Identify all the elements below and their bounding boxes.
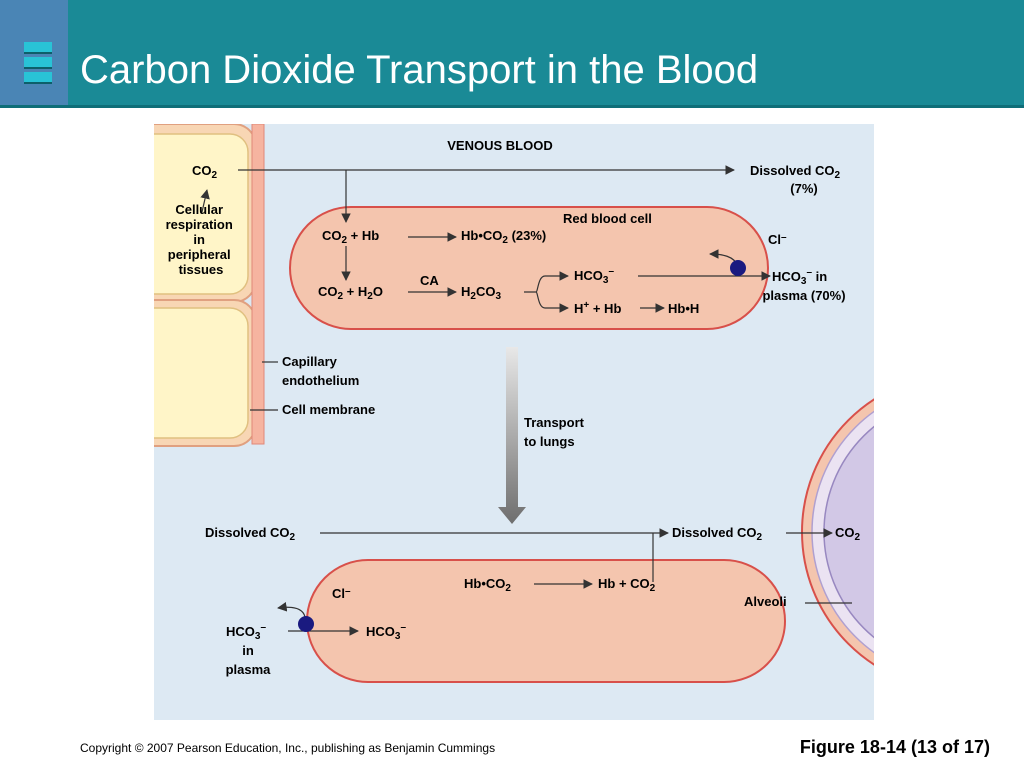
venous-blood-label: VENOUS BLOOD [447, 138, 552, 153]
hco3-plasma-percent: plasma (70%) [762, 288, 845, 303]
dissolved-co2-bottom-right: Dissolved CO2 [672, 525, 763, 543]
hco3-bottom-in-label: in [242, 643, 254, 658]
copyright-notice: Copyright © 2007 Pearson Education, Inc.… [80, 741, 496, 755]
hb-plus-co2-label: Hb + CO2 [598, 576, 656, 594]
branch-h2co3 [524, 275, 546, 309]
co2-h2o-label: CO2 + H2O [318, 284, 383, 302]
chloride-top-label: Cl– [768, 232, 787, 247]
hbh-label: Hb•H [668, 301, 699, 316]
menu-bar-icon [24, 57, 52, 69]
transport-label: Transport to lungs [524, 415, 588, 449]
alveoli-label: Alveoli [744, 594, 787, 609]
chloride-bottom-label: Cl– [332, 586, 351, 601]
chloride-shift-transporter [730, 260, 746, 276]
transport-arrow [498, 347, 526, 524]
carbonic-anhydrase-label: CA [420, 273, 439, 288]
hbco2-label: Hb•CO2 (23%) [461, 228, 546, 246]
hco3-rbc-label: HCO3– [574, 266, 614, 286]
tissue-co2-label: CO2 [192, 163, 218, 181]
figure-reference: Figure 18-14 (13 of 17) [799, 737, 990, 757]
co2-alveoli-label: CO2 [835, 525, 861, 543]
red-blood-cell-bottom [306, 559, 786, 683]
dissolved-co2-percent: (7%) [790, 181, 817, 196]
h-hb-label: H+ + Hb [574, 300, 621, 316]
co2-hb-label: CO2 + Hb [322, 228, 379, 246]
dissolved-co2-bottom-left: Dissolved CO2 [205, 525, 296, 543]
tissue-label: Cellular respiration in peripheral tissu… [166, 202, 237, 277]
capillary-endothelium-label: Capillary endothelium [282, 354, 359, 388]
title-divider [0, 105, 1024, 108]
chloride-shift-transporter [298, 616, 314, 632]
slide-title: Carbon Dioxide Transport in the Blood [80, 48, 759, 92]
hbco2-bottom-label: Hb•CO2 [464, 576, 511, 594]
dissolved-co2-top: Dissolved CO2 [750, 163, 841, 181]
capillary-wall [251, 124, 265, 445]
menu-bar-icon [24, 42, 52, 54]
arrow-tissue-co2 [200, 189, 210, 213]
arrow-cl-out [277, 602, 306, 618]
h2co3-label: H2CO3 [461, 284, 501, 302]
hco3-bottom-plasma-label: HCO3– [226, 622, 266, 642]
menu-bar-icon [24, 72, 52, 84]
tissue-cell-inner [154, 133, 249, 295]
title-bar-accent [0, 0, 68, 105]
hco3-bottom-plasma-word: plasma [226, 662, 272, 677]
hco3-plasma-label: HCO3– in [772, 267, 827, 287]
red-blood-cell-label: Red blood cell [563, 211, 652, 226]
hco3-bottom-rbc-label: HCO3– [366, 622, 406, 642]
tissue-cell-inner [154, 307, 249, 439]
title-bar: Carbon Dioxide Transport in the Blood [0, 0, 1024, 105]
cell-membrane-label: Cell membrane [282, 402, 375, 417]
